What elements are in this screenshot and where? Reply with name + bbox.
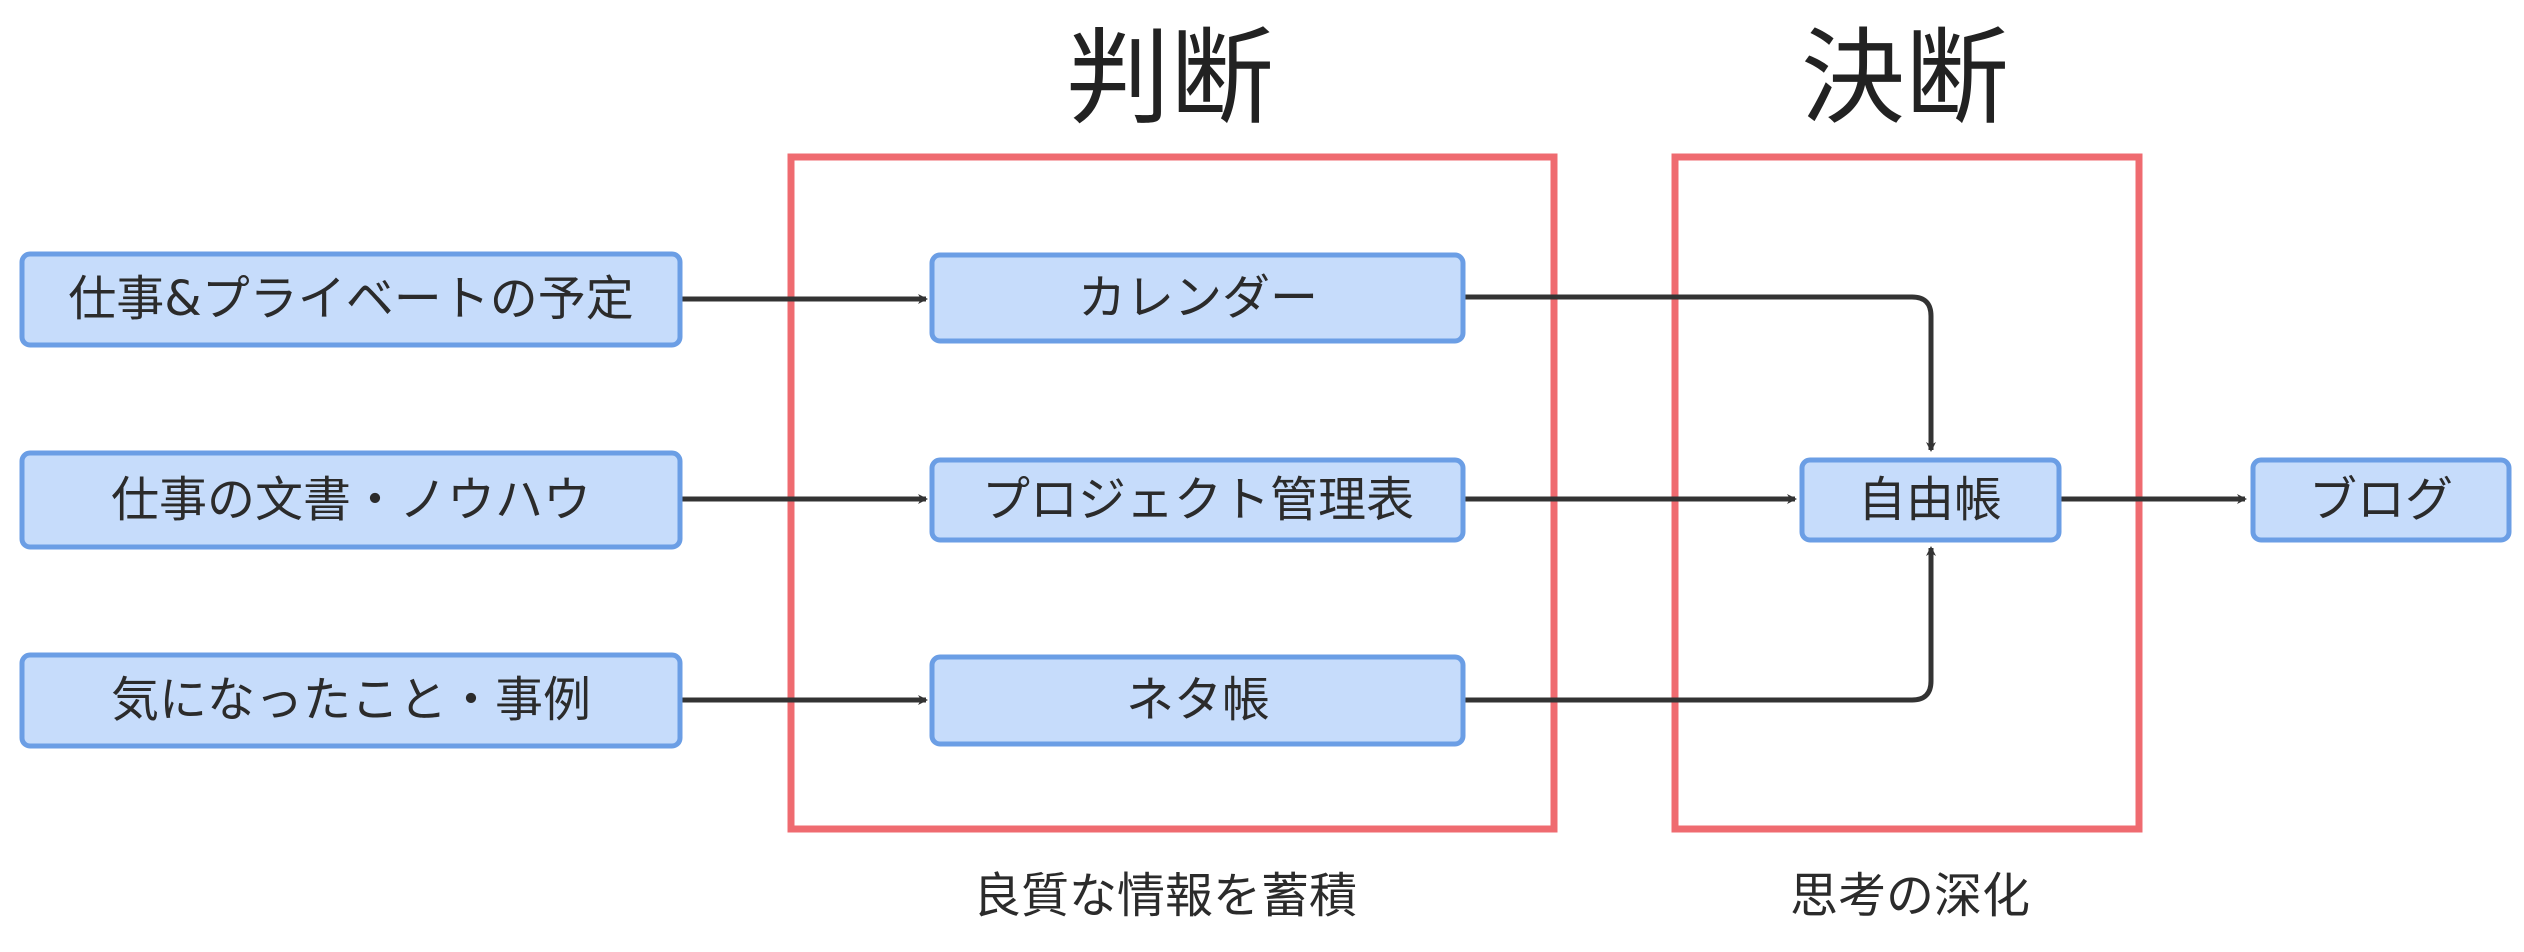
- tool-label-calendar: カレンダー: [1078, 270, 1318, 326]
- decision-caption: 思考の深化: [1790, 868, 2030, 924]
- tool-label-project-table: プロジェクト管理表: [982, 472, 1414, 528]
- blog-node: ブログ: [2250, 457, 2512, 543]
- judgment-title: 判断: [1066, 17, 1274, 139]
- tool-node-project-table: プロジェクト管理表: [929, 457, 1466, 543]
- edge-idea-notebook-to-free-notebook: [1463, 546, 1936, 703]
- free-notebook-node: 自由帳: [1799, 457, 2062, 543]
- edge-calendar-to-free-notebook: [1463, 294, 1936, 452]
- decision-title: 決断: [1801, 17, 2009, 139]
- tool-node-calendar: カレンダー: [929, 252, 1466, 344]
- source-label-schedule: 仕事&プライベートの予定: [68, 271, 633, 327]
- judgment-caption: 良質な情報を蓄積: [973, 868, 1357, 924]
- judgment-group-frame: [787, 153, 1558, 833]
- source-node-documents: 仕事の文書・ノウハウ: [19, 450, 683, 550]
- free-notebook-label: 自由帳: [1858, 472, 2002, 528]
- source-label-interests: 気になったこと・事例: [111, 672, 591, 728]
- decision-group-frame: [1671, 153, 2143, 833]
- source-label-documents: 仕事の文書・ノウハウ: [111, 472, 591, 528]
- source-node-interests: 気になったこと・事例: [19, 652, 683, 749]
- blog-label: ブログ: [2309, 472, 2453, 528]
- edges: [681, 294, 2247, 705]
- tool-label-idea-notebook: ネタ帳: [1126, 672, 1270, 728]
- source-node-schedule: 仕事&プライベートの予定: [19, 251, 683, 348]
- tool-node-idea-notebook: ネタ帳: [929, 654, 1466, 747]
